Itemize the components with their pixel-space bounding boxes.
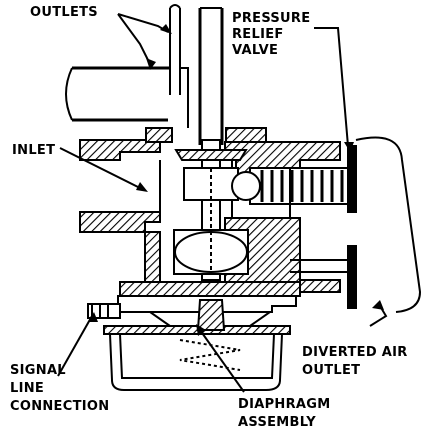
label-signal-line3: CONNECTION (10, 399, 109, 414)
signal-line-nipple (87, 303, 121, 319)
label-diverted-air-line1: DIVERTED AIR (302, 345, 408, 360)
label-inlet: INLET (12, 143, 55, 158)
outlet-tubes (65, 4, 224, 145)
label-pressure-relief-line3: VALVE (232, 43, 278, 58)
label-signal-line1: SIGNAL (10, 363, 66, 378)
label-signal-line2: LINE (10, 381, 44, 396)
label-pressure-relief-line2: RELIEF (232, 27, 284, 42)
label-diverted-air-line2: OUTLET (302, 363, 360, 378)
valve-stem (173, 139, 249, 281)
label-pressure-relief-line1: PRESSURE (232, 11, 310, 26)
relief-housing-outline (355, 136, 422, 313)
label-outlets: OUTLETS (30, 5, 98, 20)
diverted-air-fitting (290, 245, 357, 309)
label-diaphragm-line1: DIAPHRAGM (238, 397, 330, 412)
diaphragm-chamber (103, 295, 297, 391)
label-diaphragm-line2: ASSEMBLY (238, 415, 316, 430)
arrow-heads (88, 24, 384, 336)
pressure-relief-spring (231, 145, 357, 213)
